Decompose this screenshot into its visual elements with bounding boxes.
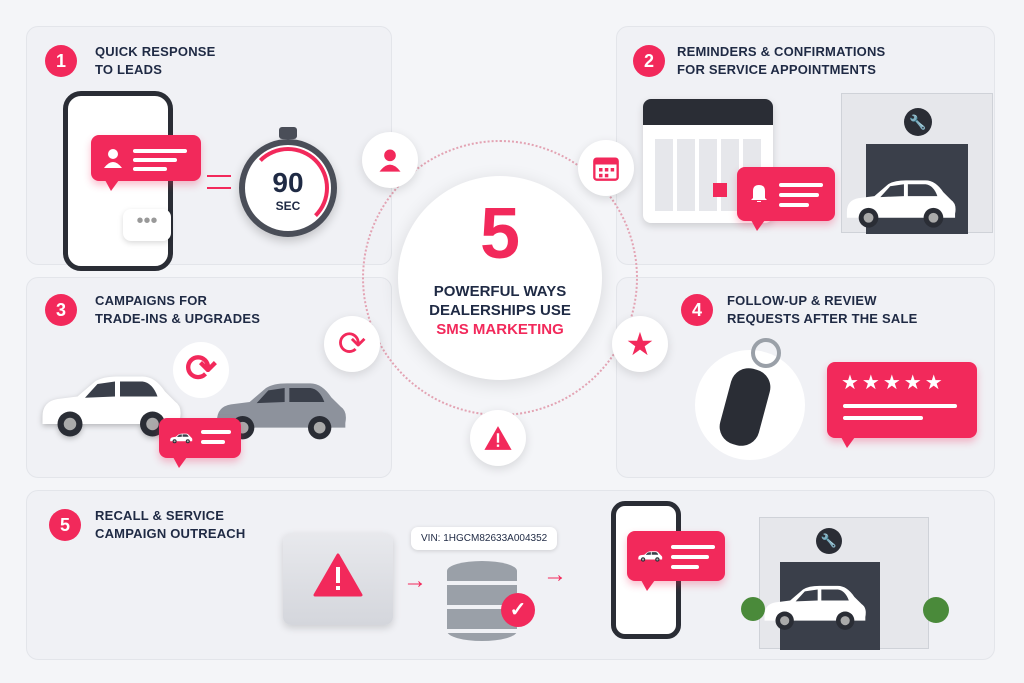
warning-satellite [470,410,526,466]
shrub [741,597,765,621]
five-star-rating: ★★★★★ [841,372,946,394]
wrench-icon: 🔧 [904,108,932,136]
calendar-satellite [578,140,634,196]
person-satellite [362,132,418,188]
step-number-badge: 5 [49,509,81,541]
recall-message-bubble [627,531,725,591]
shrub [923,597,949,623]
key-fob-illustration [695,338,805,460]
timer-unit: SEC [275,199,301,213]
vin-label: VIN: 1HGCM82633A004352 [411,527,558,550]
timer-value: 90 [272,167,304,198]
trade-in-bubble [159,418,241,468]
wrench-icon: 🔧 [816,528,842,554]
person-icon [379,149,401,172]
car-refresh-icon: ⟳ [337,325,367,363]
calendar-icon [593,157,619,181]
person-icon [104,149,122,168]
warning-icon [484,426,512,450]
reminder-bubble [737,167,835,231]
recall-envelope [283,533,393,625]
star-satellite: ★ [612,316,668,372]
car-icon [169,430,193,446]
center-highlight: SMS MARKETING [436,321,564,338]
step-number-badge: 2 [633,45,665,77]
phone-illustration [63,91,173,271]
step-number-badge: 4 [681,294,713,326]
car-icon [637,547,663,565]
speed-lines [207,175,231,189]
warning-icon [313,553,363,597]
step-number-badge: 3 [45,294,77,326]
arrow-icon: → [543,561,567,588]
bell-icon [751,185,767,202]
stopwatch-crown [279,127,297,139]
lead-message-bubble [91,135,201,191]
stopwatch: 90 SEC [239,139,337,237]
check-icon: ✓ [501,593,535,627]
service-garage: 🔧 [841,93,993,234]
typing-bubble: ••• [123,209,171,241]
arrow-icon: → [403,567,427,594]
white-car [841,167,959,237]
car-refresh-satellite: ⟳ [324,316,380,372]
step-number-badge: 1 [45,45,77,77]
star-icon: ★ [625,326,655,362]
center-number: 5 [479,194,521,274]
review-request-bubble: ★★★★★ [827,362,977,448]
refresh-icon: ⟳ [173,342,229,398]
white-car [759,575,869,637]
